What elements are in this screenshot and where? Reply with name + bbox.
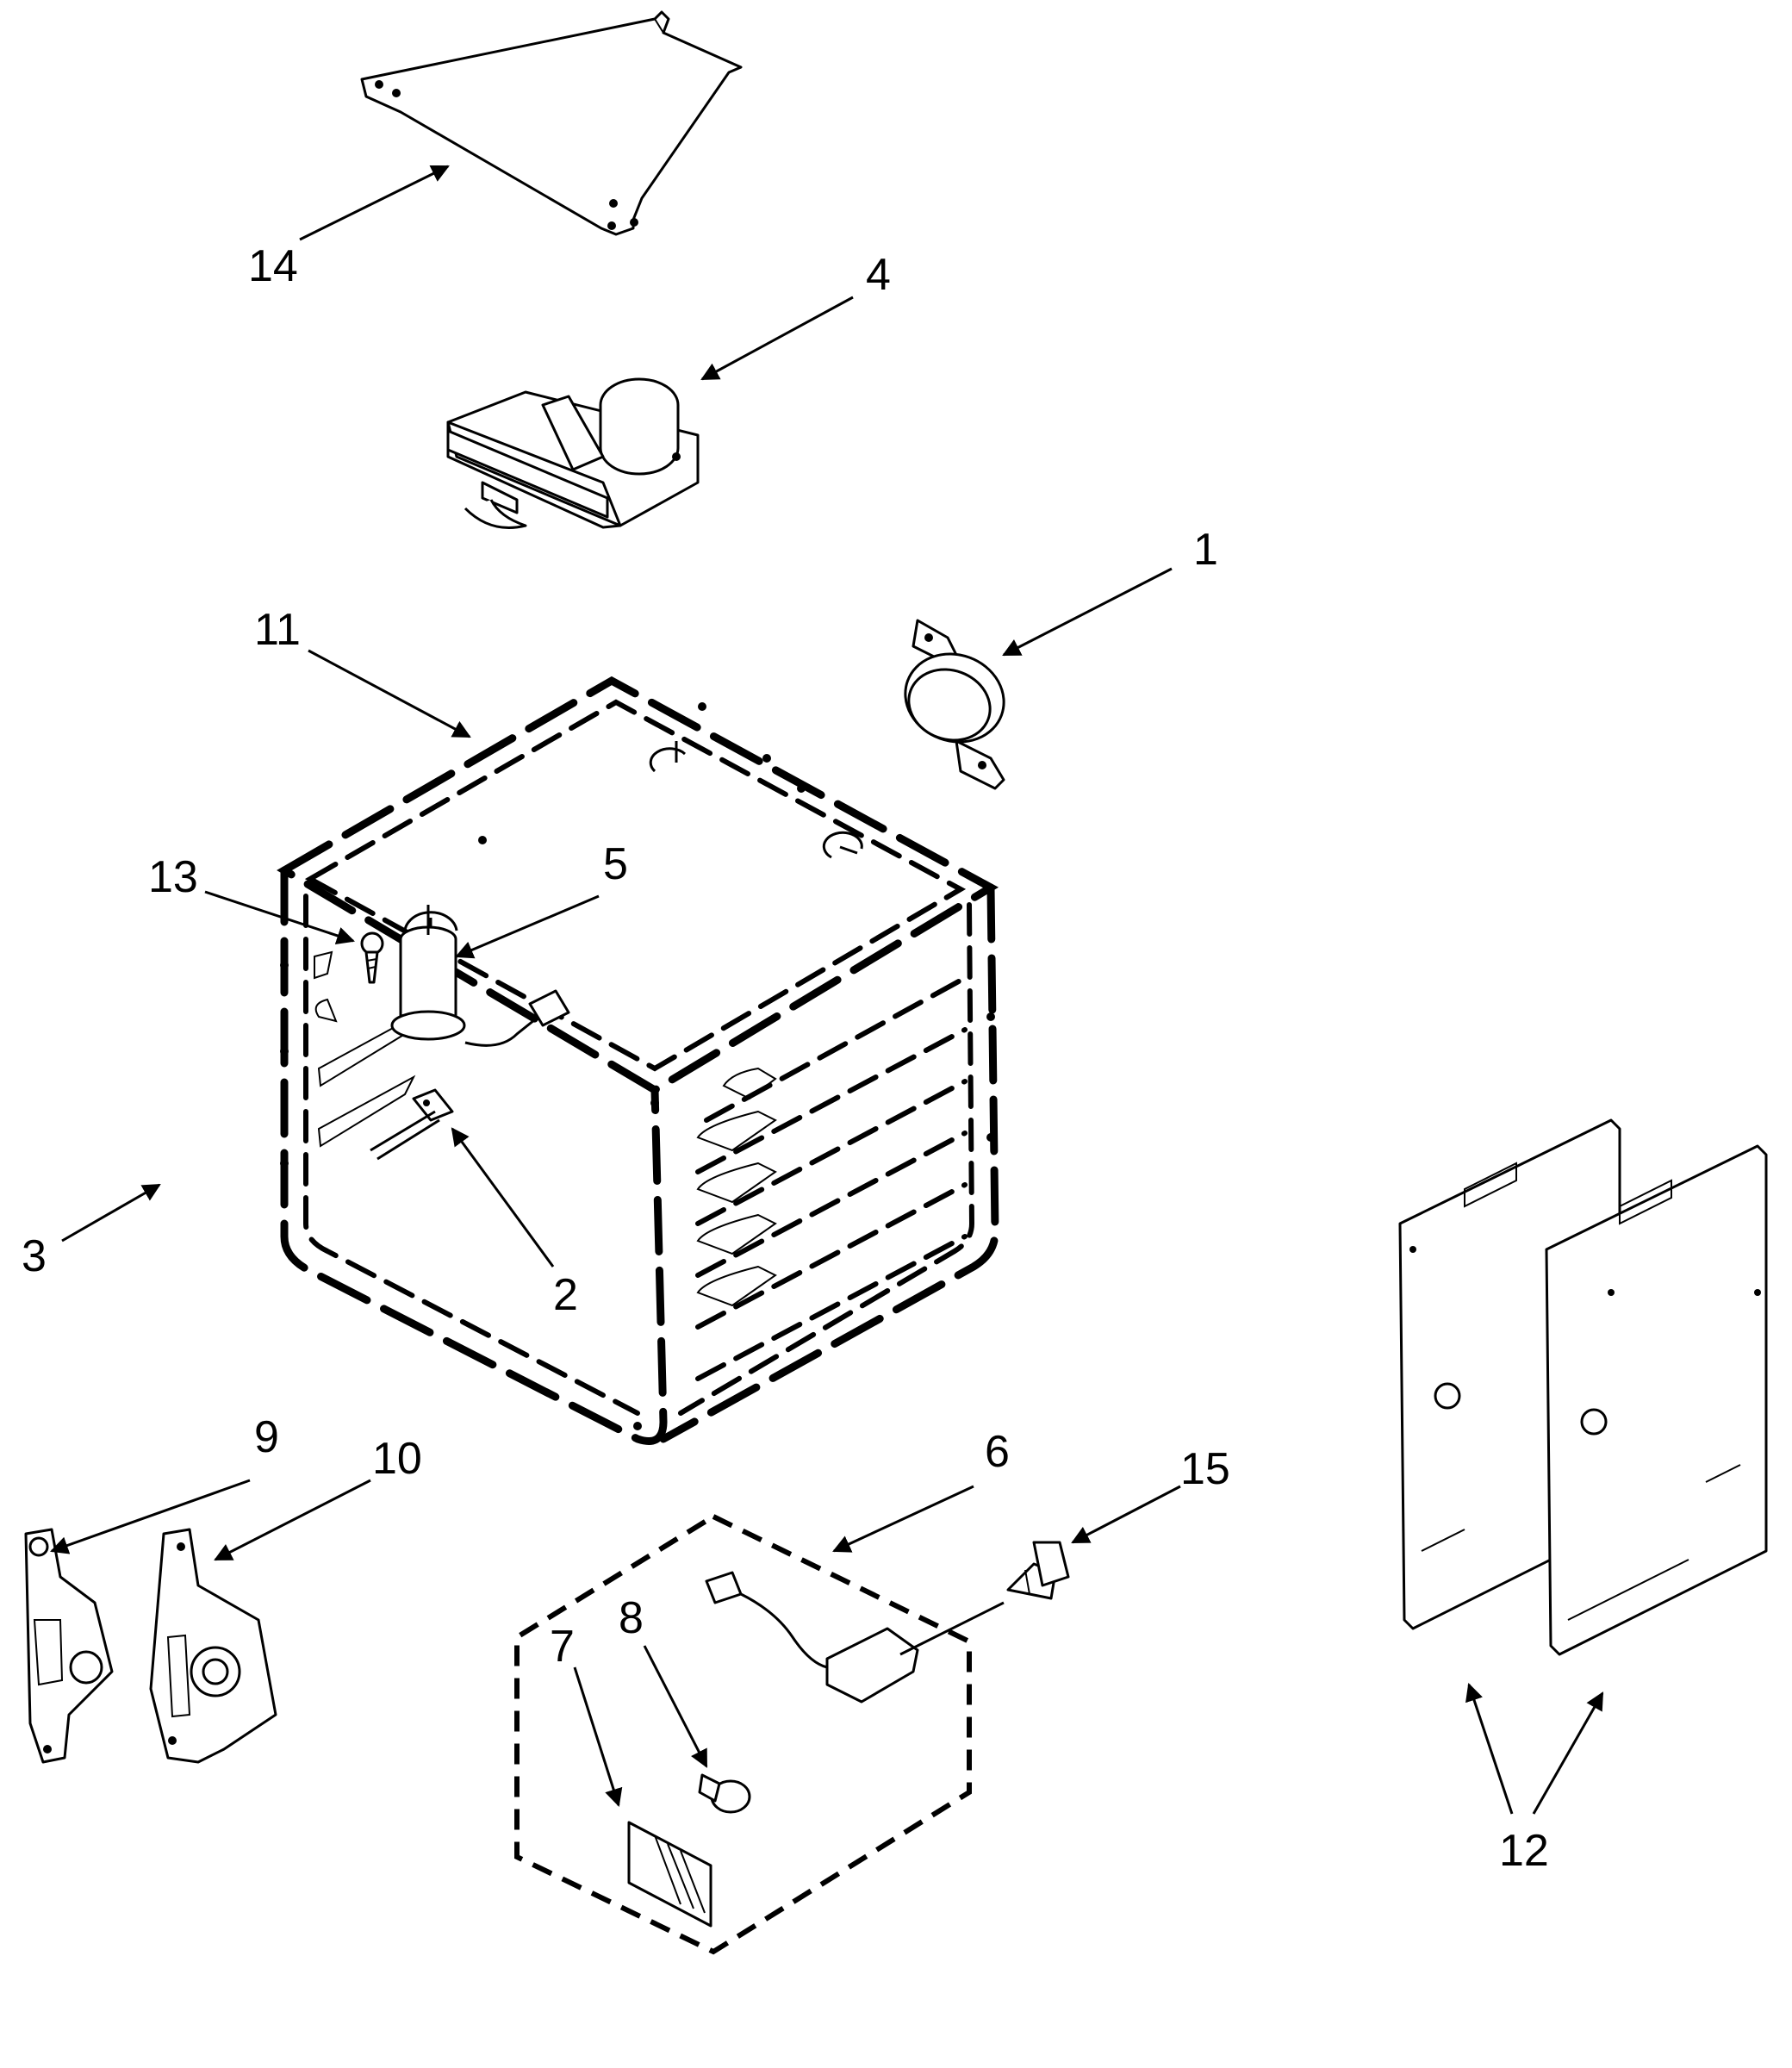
callout-7: 7 (550, 1622, 575, 1672)
bracket-plate (360, 10, 743, 236)
callout-3: 3 (22, 1231, 47, 1281)
callout-9: 9 (254, 1412, 279, 1462)
callout-8: 8 (619, 1593, 644, 1643)
light-socket (705, 1571, 1005, 1704)
leader-9 (50, 1479, 251, 1554)
callout-13: 13 (148, 852, 198, 902)
callout-12: 12 (1499, 1826, 1549, 1876)
leader-11 (308, 649, 471, 738)
callout-11: 11 (254, 605, 301, 655)
side-panels (1398, 1118, 1768, 1656)
hinge-right (149, 1528, 277, 1764)
leader-2 (451, 1127, 555, 1268)
leader-5 (455, 894, 600, 959)
thermal-fuse (904, 619, 1005, 790)
hinge-left (24, 1528, 114, 1764)
leader-8 (643, 1645, 708, 1768)
light-kit (514, 1513, 972, 1955)
leader-6 (832, 1485, 974, 1553)
leader-14 (299, 165, 450, 241)
light-bulb (698, 1773, 751, 1814)
callout-4: 4 (866, 250, 891, 300)
light-lens (627, 1821, 712, 1928)
callout-5: 5 (603, 839, 628, 889)
callouts: 14 4 1 11 13 5 2 3 9 10 6 15 7 8 12 (22, 241, 1549, 1876)
leader-4 (700, 296, 854, 381)
leader-12b (1532, 1691, 1604, 1815)
callout-14: 14 (248, 241, 298, 291)
leader-13 (204, 890, 355, 945)
leader-lines (50, 165, 1604, 1815)
callout-15: 15 (1180, 1444, 1230, 1494)
callout-1: 1 (1193, 525, 1218, 575)
oven-cavity (277, 676, 999, 1445)
sensor-bracket (370, 1088, 454, 1161)
leader-1 (1002, 567, 1173, 657)
temperature-sensor (390, 905, 570, 1047)
leader-15 (1071, 1485, 1181, 1544)
callout-10: 10 (372, 1434, 422, 1484)
screw (360, 931, 384, 984)
leader-3 (61, 1183, 161, 1243)
callout-2: 2 (553, 1270, 578, 1320)
door-latch-assembly (446, 377, 700, 529)
callout-6: 6 (985, 1427, 1010, 1477)
shoulder-screw (1006, 1541, 1070, 1600)
leader-12a (1465, 1683, 1514, 1815)
leader-10 (214, 1479, 371, 1561)
leader-7 (573, 1666, 623, 1808)
